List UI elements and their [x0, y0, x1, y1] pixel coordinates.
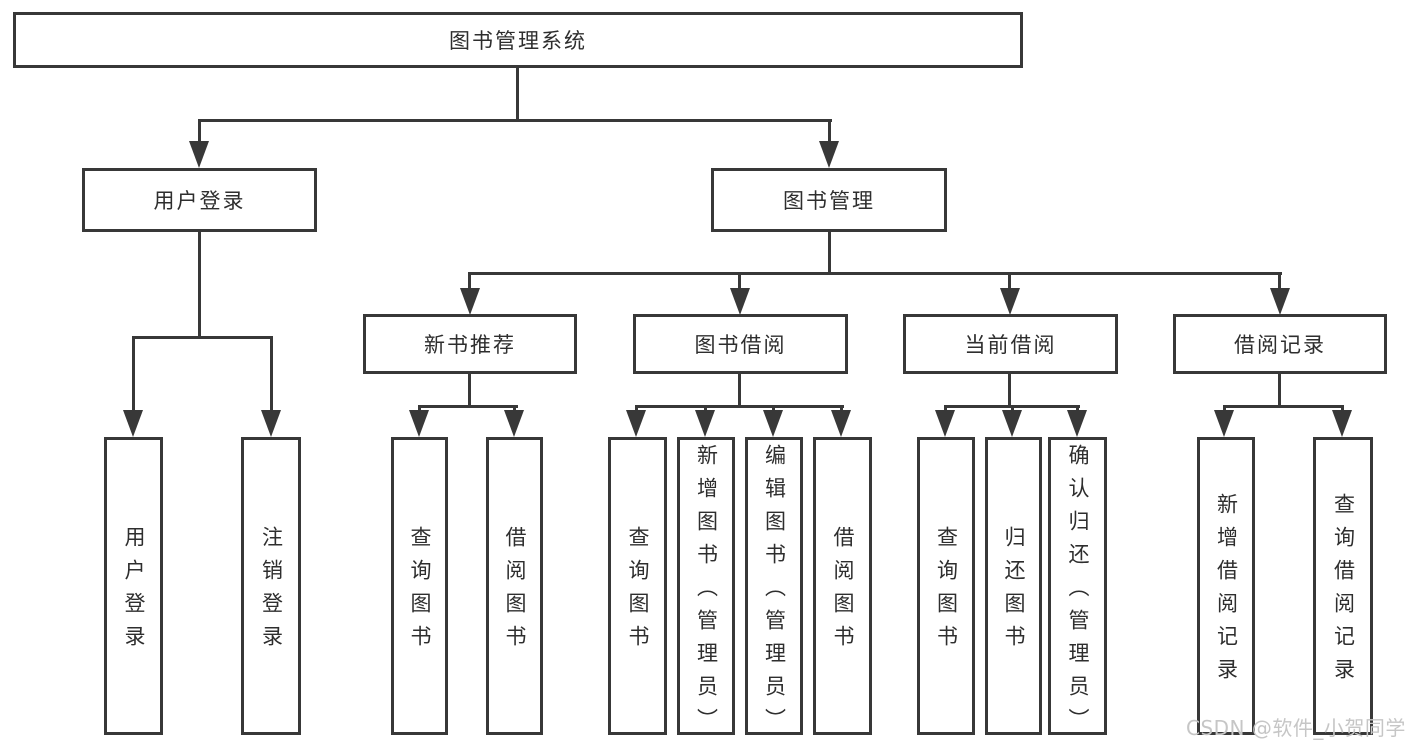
- node-current-borrow: 当前借阅: [903, 314, 1118, 374]
- connector-root-hline: [198, 119, 832, 122]
- connector-stem: [1008, 272, 1011, 292]
- connector-book-mgmt-hline: [468, 272, 1282, 275]
- node-label: 当前借阅: [964, 333, 1057, 357]
- node-label: 图书管理系统: [449, 29, 587, 53]
- node-label: 新书推荐: [424, 333, 516, 357]
- arrowhead-to-new-book-recommend: [460, 288, 480, 315]
- leaf-label: 借阅图书: [831, 526, 855, 658]
- leaf-label: 借阅图书: [503, 526, 527, 658]
- connector-stem: [738, 272, 741, 292]
- leaf-label: 归还图书: [1002, 526, 1026, 658]
- leaf-query-borrow-record: 查询借阅记录: [1313, 437, 1373, 735]
- connector-stem: [198, 119, 201, 145]
- arrowhead-to-leaf-confirm-return: [1067, 410, 1087, 437]
- connector-borrow-vline: [738, 373, 741, 407]
- connector-stem: [704, 405, 707, 414]
- connector-current-vline: [1008, 373, 1011, 407]
- connector-user-login-vline: [198, 232, 201, 338]
- arrowhead-to-leaf-logout: [261, 410, 281, 437]
- node-label: 图书借阅: [694, 333, 787, 357]
- leaf-query-books-recommend: 查询图书: [391, 437, 448, 735]
- connector-records-vline: [1278, 373, 1281, 407]
- leaf-borrow-books-recommend: 借阅图书: [486, 437, 543, 735]
- node-borrow-records: 借阅记录: [1173, 314, 1387, 374]
- node-new-book-recommend: 新书推荐: [363, 314, 577, 374]
- connector-stem: [1278, 272, 1281, 292]
- arrowhead-to-leaf-borrow-books-2: [831, 410, 851, 437]
- connector-stem: [270, 336, 273, 414]
- node-book-management: 图书管理: [711, 168, 947, 232]
- leaf-label: 查询图书: [626, 526, 650, 658]
- node-label: 借阅记录: [1234, 333, 1326, 357]
- leaf-borrow-books-borrow: 借阅图书: [813, 437, 872, 735]
- arrowhead-to-leaf-query-books-2: [626, 410, 646, 437]
- leaf-label: 新增借阅记录: [1214, 493, 1239, 691]
- arrowhead-to-leaf-query-books-1: [409, 410, 429, 437]
- connector-stem: [468, 272, 471, 292]
- connector-stem: [1076, 405, 1079, 414]
- connector-stem: [1011, 405, 1014, 414]
- leaf-add-borrow-record: 新增借阅记录: [1197, 437, 1255, 735]
- connector-stem: [418, 405, 421, 414]
- connector-stem: [772, 405, 775, 414]
- node-label: 图书管理: [783, 189, 875, 213]
- connector-stem: [944, 405, 947, 414]
- arrowhead-to-leaf-query-record: [1332, 410, 1352, 437]
- leaf-label: 编辑图书（管理员）: [762, 443, 787, 741]
- arrowhead-to-user-login: [189, 141, 209, 168]
- arrowhead-to-borrow-records: [1270, 288, 1290, 315]
- leaf-query-books-borrow: 查询图书: [608, 437, 667, 735]
- connector-user-login-hline: [132, 336, 273, 339]
- arrowhead-to-leaf-user-login: [123, 410, 143, 437]
- connector-stem: [1223, 405, 1226, 414]
- node-user-login: 用户登录: [82, 168, 317, 232]
- connector-stem: [828, 119, 831, 145]
- leaf-label: 查询借阅记录: [1331, 493, 1356, 691]
- connector-stem: [635, 405, 638, 414]
- leaf-user-login: 用户登录: [104, 437, 163, 735]
- csdn-watermark: CSDN @软件_小贺同学: [1186, 716, 1405, 740]
- node-root-library-system: 图书管理系统: [13, 12, 1023, 68]
- leaf-label: 查询图书: [408, 526, 432, 658]
- connector-stem: [513, 405, 516, 414]
- leaf-add-books-admin: 新增图书（管理员）: [677, 437, 735, 741]
- arrowhead-to-book-borrow: [730, 288, 750, 315]
- leaf-label: 新增图书（管理员）: [694, 443, 719, 741]
- arrowhead-to-leaf-add-record: [1214, 410, 1234, 437]
- arrowhead-to-book-management: [819, 141, 839, 168]
- arrowhead-to-leaf-return-books: [1002, 410, 1022, 437]
- leaf-edit-books-admin: 编辑图书（管理员）: [745, 437, 803, 741]
- arrowhead-to-leaf-borrow-books-1: [504, 410, 524, 437]
- leaf-label: 确认归还（管理员）: [1066, 443, 1090, 741]
- connector-stem: [132, 336, 135, 414]
- arrowhead-to-current-borrow: [1000, 288, 1020, 315]
- connector-records-hline: [1223, 405, 1344, 408]
- connector-recommend-vline: [468, 373, 471, 407]
- connector-stem: [840, 405, 843, 414]
- leaf-return-books: 归还图书: [985, 437, 1042, 735]
- leaf-label: 用户登录: [122, 526, 146, 658]
- leaf-label: 查询图书: [934, 526, 959, 658]
- node-book-borrow: 图书借阅: [633, 314, 848, 374]
- arrowhead-to-leaf-query-books-3: [935, 410, 955, 437]
- leaf-label: 注销登录: [259, 526, 284, 658]
- leaf-query-books-current: 查询图书: [917, 437, 975, 735]
- connector-stem: [1341, 405, 1344, 414]
- leaf-confirm-return-admin: 确认归还（管理员）: [1048, 437, 1107, 741]
- arrowhead-to-leaf-edit-books: [763, 410, 783, 437]
- connector-recommend-hline: [418, 405, 518, 408]
- connector-root-vline: [516, 67, 519, 121]
- node-label: 用户登录: [153, 189, 246, 213]
- connector-borrow-hline: [635, 405, 844, 408]
- arrowhead-to-leaf-add-books: [695, 410, 715, 437]
- connector-book-mgmt-vline: [828, 232, 831, 274]
- leaf-logout: 注销登录: [241, 437, 301, 735]
